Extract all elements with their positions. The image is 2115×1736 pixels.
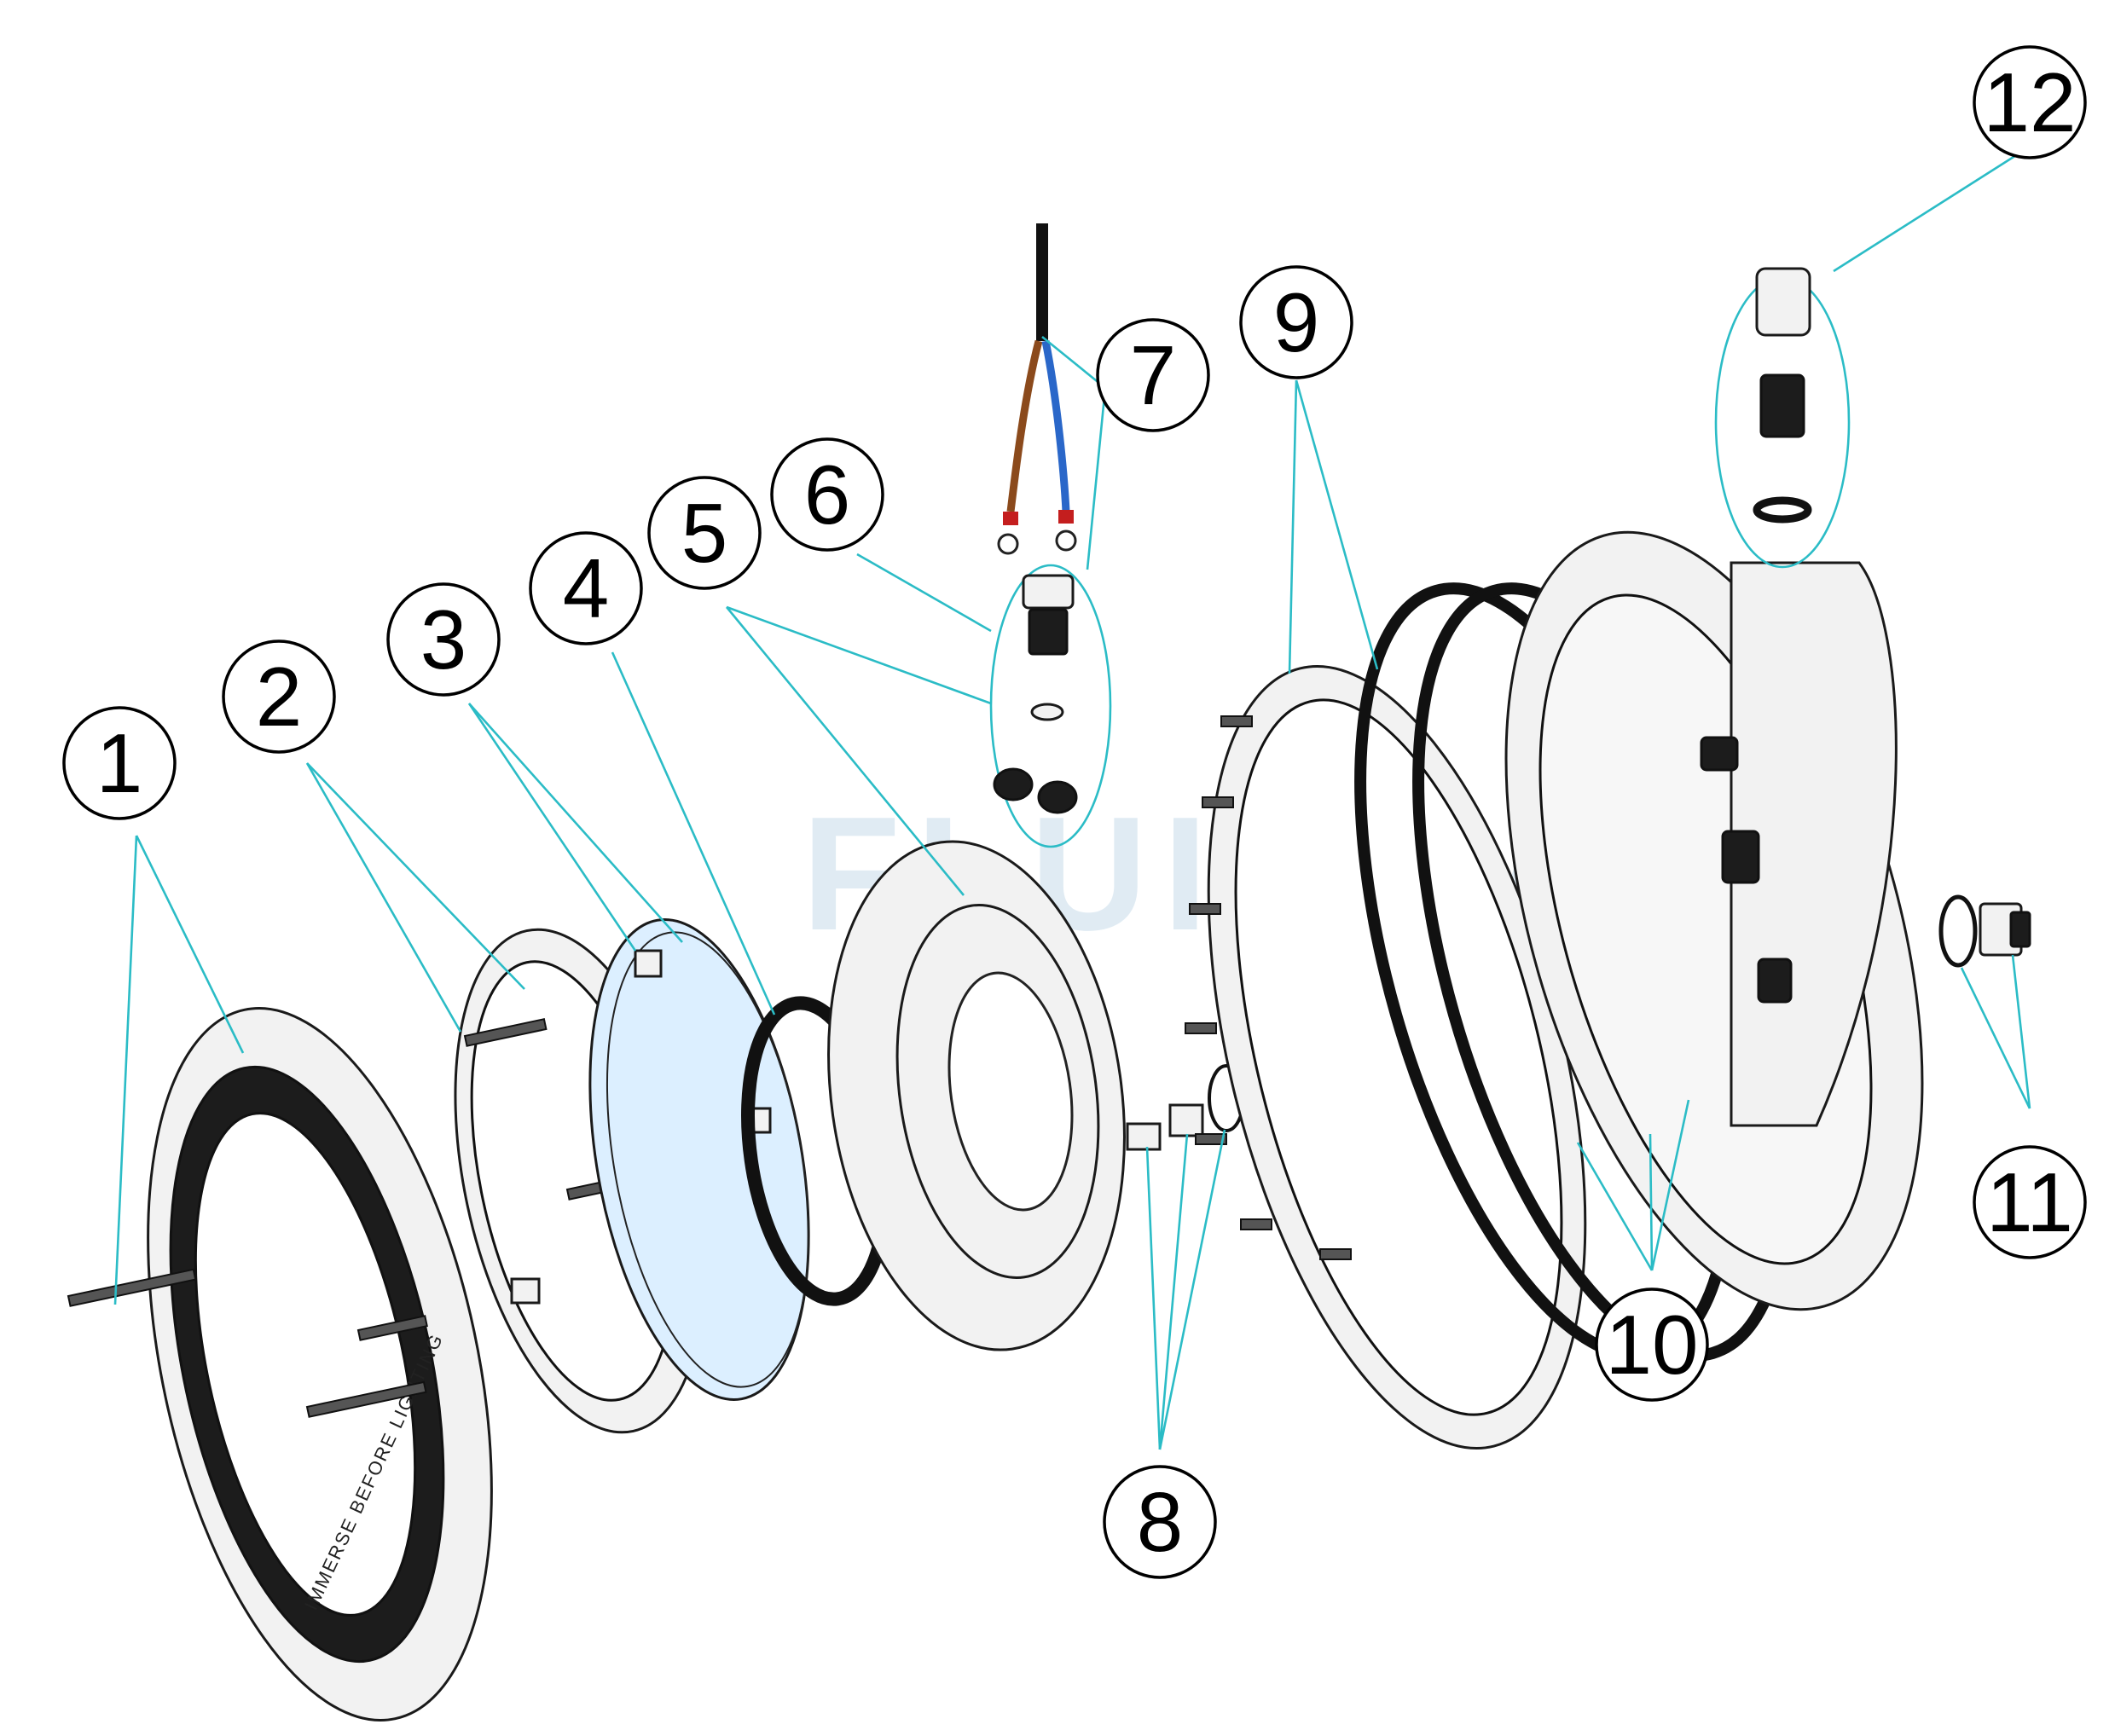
terminal-block <box>1126 1064 1245 1151</box>
niche-housing <box>1504 530 1924 1311</box>
callout-1-label: 1 <box>96 716 143 810</box>
callout-9: 9 <box>1239 265 1353 379</box>
callout-11: 11 <box>1973 1145 2087 1259</box>
callout-4: 4 <box>529 531 643 645</box>
callout-1: 1 <box>62 706 177 820</box>
callout-3-label: 3 <box>420 593 467 686</box>
callout-6: 6 <box>770 437 884 552</box>
callout-5-label: 5 <box>681 486 728 580</box>
leader-lines <box>113 145 2031 1450</box>
cable-gland-group <box>989 564 1112 848</box>
callout-7: 7 <box>1096 318 1210 432</box>
front-trim-ring: IMMERSE BEFORE LIGHTING <box>67 1007 493 1722</box>
callout-3: 3 <box>386 582 501 697</box>
callout-8: 8 <box>1103 1465 1217 1579</box>
callout-5: 5 <box>647 476 762 590</box>
callout-7-label: 7 <box>1130 328 1177 422</box>
callout-2: 2 <box>222 639 336 754</box>
callout-2-label: 2 <box>256 650 303 744</box>
callout-9-label: 9 <box>1273 275 1320 369</box>
callout-12: 12 <box>1973 45 2087 159</box>
top-gland-group <box>1714 267 1851 569</box>
reflector-housing <box>827 840 1126 1351</box>
callout-12-label: 12 <box>1983 55 2076 149</box>
power-cable <box>997 223 1077 555</box>
callout-10: 10 <box>1595 1288 1709 1402</box>
callout-8-label: 8 <box>1137 1475 1184 1569</box>
callout-6-label: 6 <box>804 448 851 541</box>
callout-4-label: 4 <box>563 541 610 635</box>
clamp-plate <box>1185 665 1587 1450</box>
callout-11-label: 11 <box>1986 1155 2073 1249</box>
callout-10-label: 10 <box>1605 1298 1698 1392</box>
side-fitting <box>1938 894 2031 968</box>
